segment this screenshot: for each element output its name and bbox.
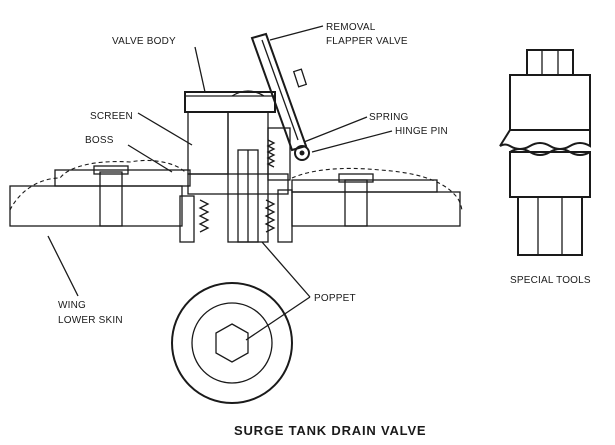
label-hinge-pin: HINGE PIN: [395, 126, 448, 137]
label-removal: REMOVAL: [326, 22, 376, 33]
label-valve-body: VALVE BODY: [112, 36, 176, 47]
fitting-left: [179, 195, 195, 243]
special-tool-drawing: [499, 49, 591, 256]
wing-lower-skin-left: [9, 185, 183, 227]
label-boss: BOSS: [85, 135, 114, 146]
spring-coils: [198, 199, 276, 233]
hinge-pin: [294, 145, 310, 161]
flapper-valve: [250, 32, 308, 152]
diagram-caption: SURGE TANK DRAIN VALVE: [234, 423, 426, 438]
poppet-hex-socket: [215, 323, 249, 363]
screen-mesh: [187, 111, 229, 175]
fitting-right: [277, 189, 293, 243]
sealant-outline: [9, 159, 463, 213]
bolt-right: [344, 179, 368, 227]
poppet-end-view: [171, 282, 293, 404]
flapper-clip: [292, 68, 308, 88]
wing-lower-skin-right: [291, 191, 461, 227]
spring-housing: [267, 127, 291, 181]
label-lower-skin: LOWER SKIN: [58, 315, 123, 326]
label-screen: SCREEN: [90, 111, 133, 122]
poppet-inner-ring: [191, 302, 273, 384]
valve-assembly: [179, 32, 310, 243]
internal-threads: [266, 139, 276, 168]
label-spring: SPRING: [369, 112, 409, 123]
bolt-right-head: [338, 173, 374, 183]
bolt-left-head: [93, 165, 129, 175]
label-flapper-valve: FLAPPER VALVE: [326, 36, 408, 47]
poppet-outer-ring: [171, 282, 293, 404]
leader-lines: [47, 25, 393, 341]
label-wing: WING: [58, 300, 86, 311]
label-poppet: POPPET: [314, 293, 356, 304]
wing-structure: [9, 159, 463, 227]
bolt-left: [99, 171, 123, 227]
label-special-tools: SPECIAL TOOLS: [510, 275, 591, 286]
